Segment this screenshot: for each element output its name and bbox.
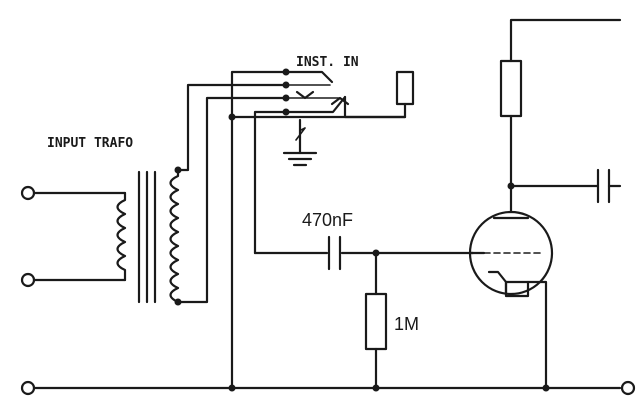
input-transformer [116, 166, 182, 306]
input-terminal-top [20, 185, 36, 201]
resistor-value-label: 1M [394, 314, 419, 334]
transformer-secondary-coil [169, 168, 180, 304]
instrument-input-jack [228, 68, 415, 390]
grid-resistor [364, 292, 388, 351]
jack-tip-contact-wire [253, 110, 288, 255]
jack-body [395, 70, 415, 106]
ground-rail-right-terminal [620, 380, 636, 396]
input-terminal-bottom [20, 272, 36, 288]
tube-cathode-lead [526, 280, 548, 390]
secondary-bottom-lead [176, 96, 288, 304]
ground-rail-left-terminal [20, 380, 36, 396]
inst-in-label: INST. IN [296, 55, 359, 70]
ground-symbol [282, 151, 318, 167]
jack-top-contact-wire [230, 70, 288, 390]
coupling-capacitor [327, 235, 342, 271]
transformer-primary-coil [116, 191, 127, 282]
rail-junction-cathode [542, 384, 550, 392]
capacitor-value-label: 470nF [302, 210, 353, 230]
tube-heater [504, 280, 530, 298]
vacuum-tube [468, 210, 554, 390]
jack-tip-contact [284, 95, 347, 114]
input-trafo-label: INPUT TRAFO [47, 136, 133, 151]
rail-junction-jack [228, 384, 236, 392]
rail-junction-resistor [372, 384, 380, 392]
secondary-top-lead [176, 83, 288, 172]
jack-switch-arrow-1 [295, 90, 315, 100]
plate-resistor [499, 59, 523, 118]
jack-sleeve-contact [284, 70, 334, 84]
output-capacitor [596, 168, 611, 204]
jack-ground-arrow [295, 127, 306, 141]
plate-supply-wire [509, 18, 622, 63]
